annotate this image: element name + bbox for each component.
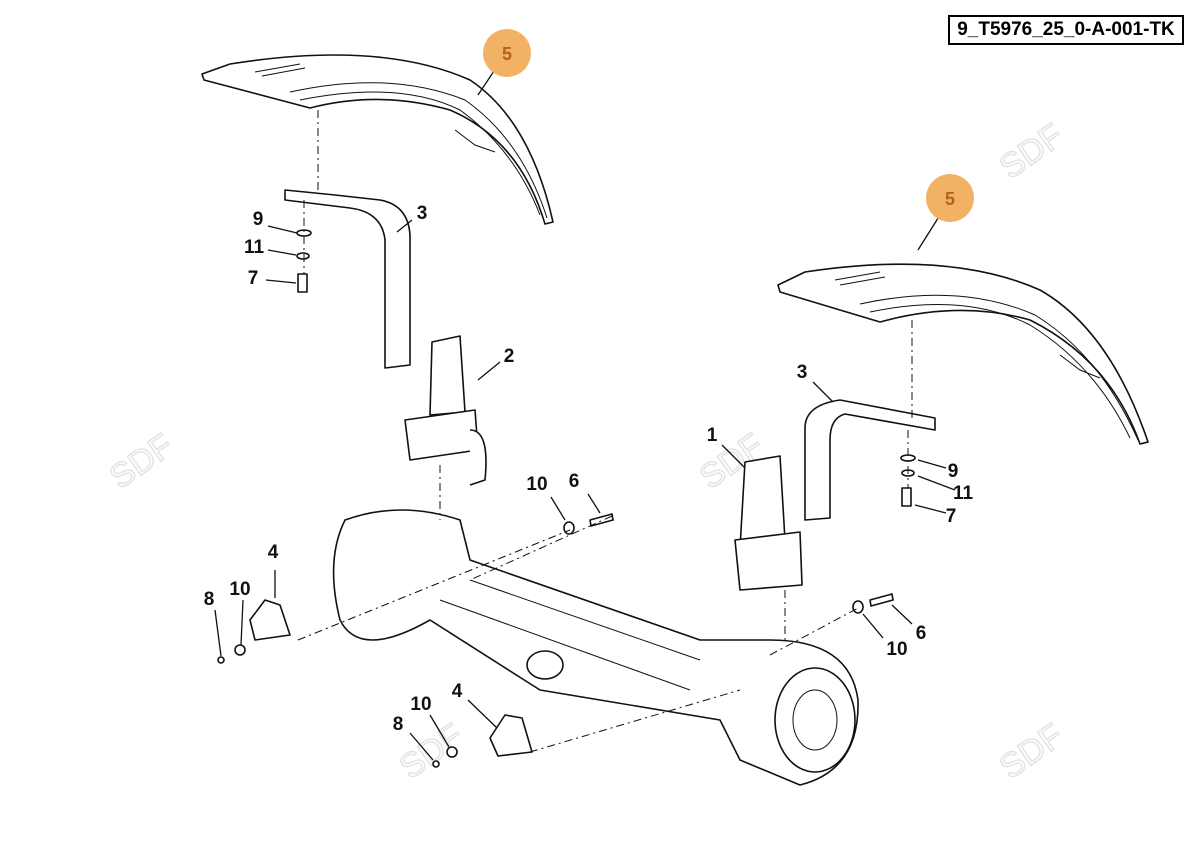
callout-bracket-left[interactable]: 3 — [417, 203, 428, 224]
callout-washer-right-low[interactable]: 10 — [886, 639, 907, 660]
callout-support-left[interactable]: 2 — [504, 346, 515, 367]
bracket-left[interactable] — [284, 189, 411, 369]
bracket-right[interactable] — [804, 399, 936, 521]
callout-nut-left[interactable]: 8 — [204, 589, 215, 610]
callout-support-right[interactable]: 1 — [707, 425, 718, 446]
diagram-reference-code: 9_T5976_25_0-A-001-TK — [948, 15, 1184, 45]
callout-bolt-left[interactable]: 7 — [248, 268, 259, 289]
assembly-lines — [297, 110, 913, 753]
callout-washer-left-low[interactable]: 10 — [229, 579, 250, 600]
callout-bolt-right[interactable]: 7 — [946, 506, 957, 527]
front-axle-housing[interactable] — [332, 509, 859, 786]
watermark: SDF — [103, 426, 180, 496]
callout-screw-right[interactable]: 6 — [916, 623, 927, 644]
fender-right[interactable] — [777, 263, 1149, 445]
callout-spacer-left[interactable]: 11 — [244, 237, 265, 258]
small-hardware[interactable] — [217, 229, 916, 768]
callout-washer-mid[interactable]: 10 — [526, 474, 547, 495]
callout-spacer-right[interactable]: 11 — [953, 483, 974, 504]
watermark: SDF — [393, 716, 470, 786]
callout-washer-left[interactable]: 9 — [253, 209, 264, 230]
callout-clamp-left[interactable]: 4 — [268, 542, 279, 563]
callout-fender-right[interactable]: 5 — [945, 189, 955, 209]
watermark: SDF — [993, 716, 1070, 786]
support-right[interactable] — [734, 455, 803, 591]
callout-highlight-fender-right[interactable] — [926, 174, 974, 222]
callout-highlight-fender-left[interactable] — [483, 29, 531, 77]
support-left[interactable] — [404, 335, 487, 486]
callout-clamp-bottom[interactable]: 4 — [452, 681, 463, 702]
callout-fender-left[interactable]: 5 — [502, 44, 512, 64]
callout-washer-right[interactable]: 9 — [948, 461, 959, 482]
callout-nut-bottom[interactable]: 8 — [393, 714, 404, 735]
callout-washer-bottom[interactable]: 10 — [410, 694, 431, 715]
watermark: SDF — [993, 116, 1070, 186]
fender-left[interactable] — [201, 54, 554, 225]
callout-bracket-right[interactable]: 3 — [797, 362, 808, 383]
callout-screw-mid[interactable]: 6 — [569, 471, 580, 492]
